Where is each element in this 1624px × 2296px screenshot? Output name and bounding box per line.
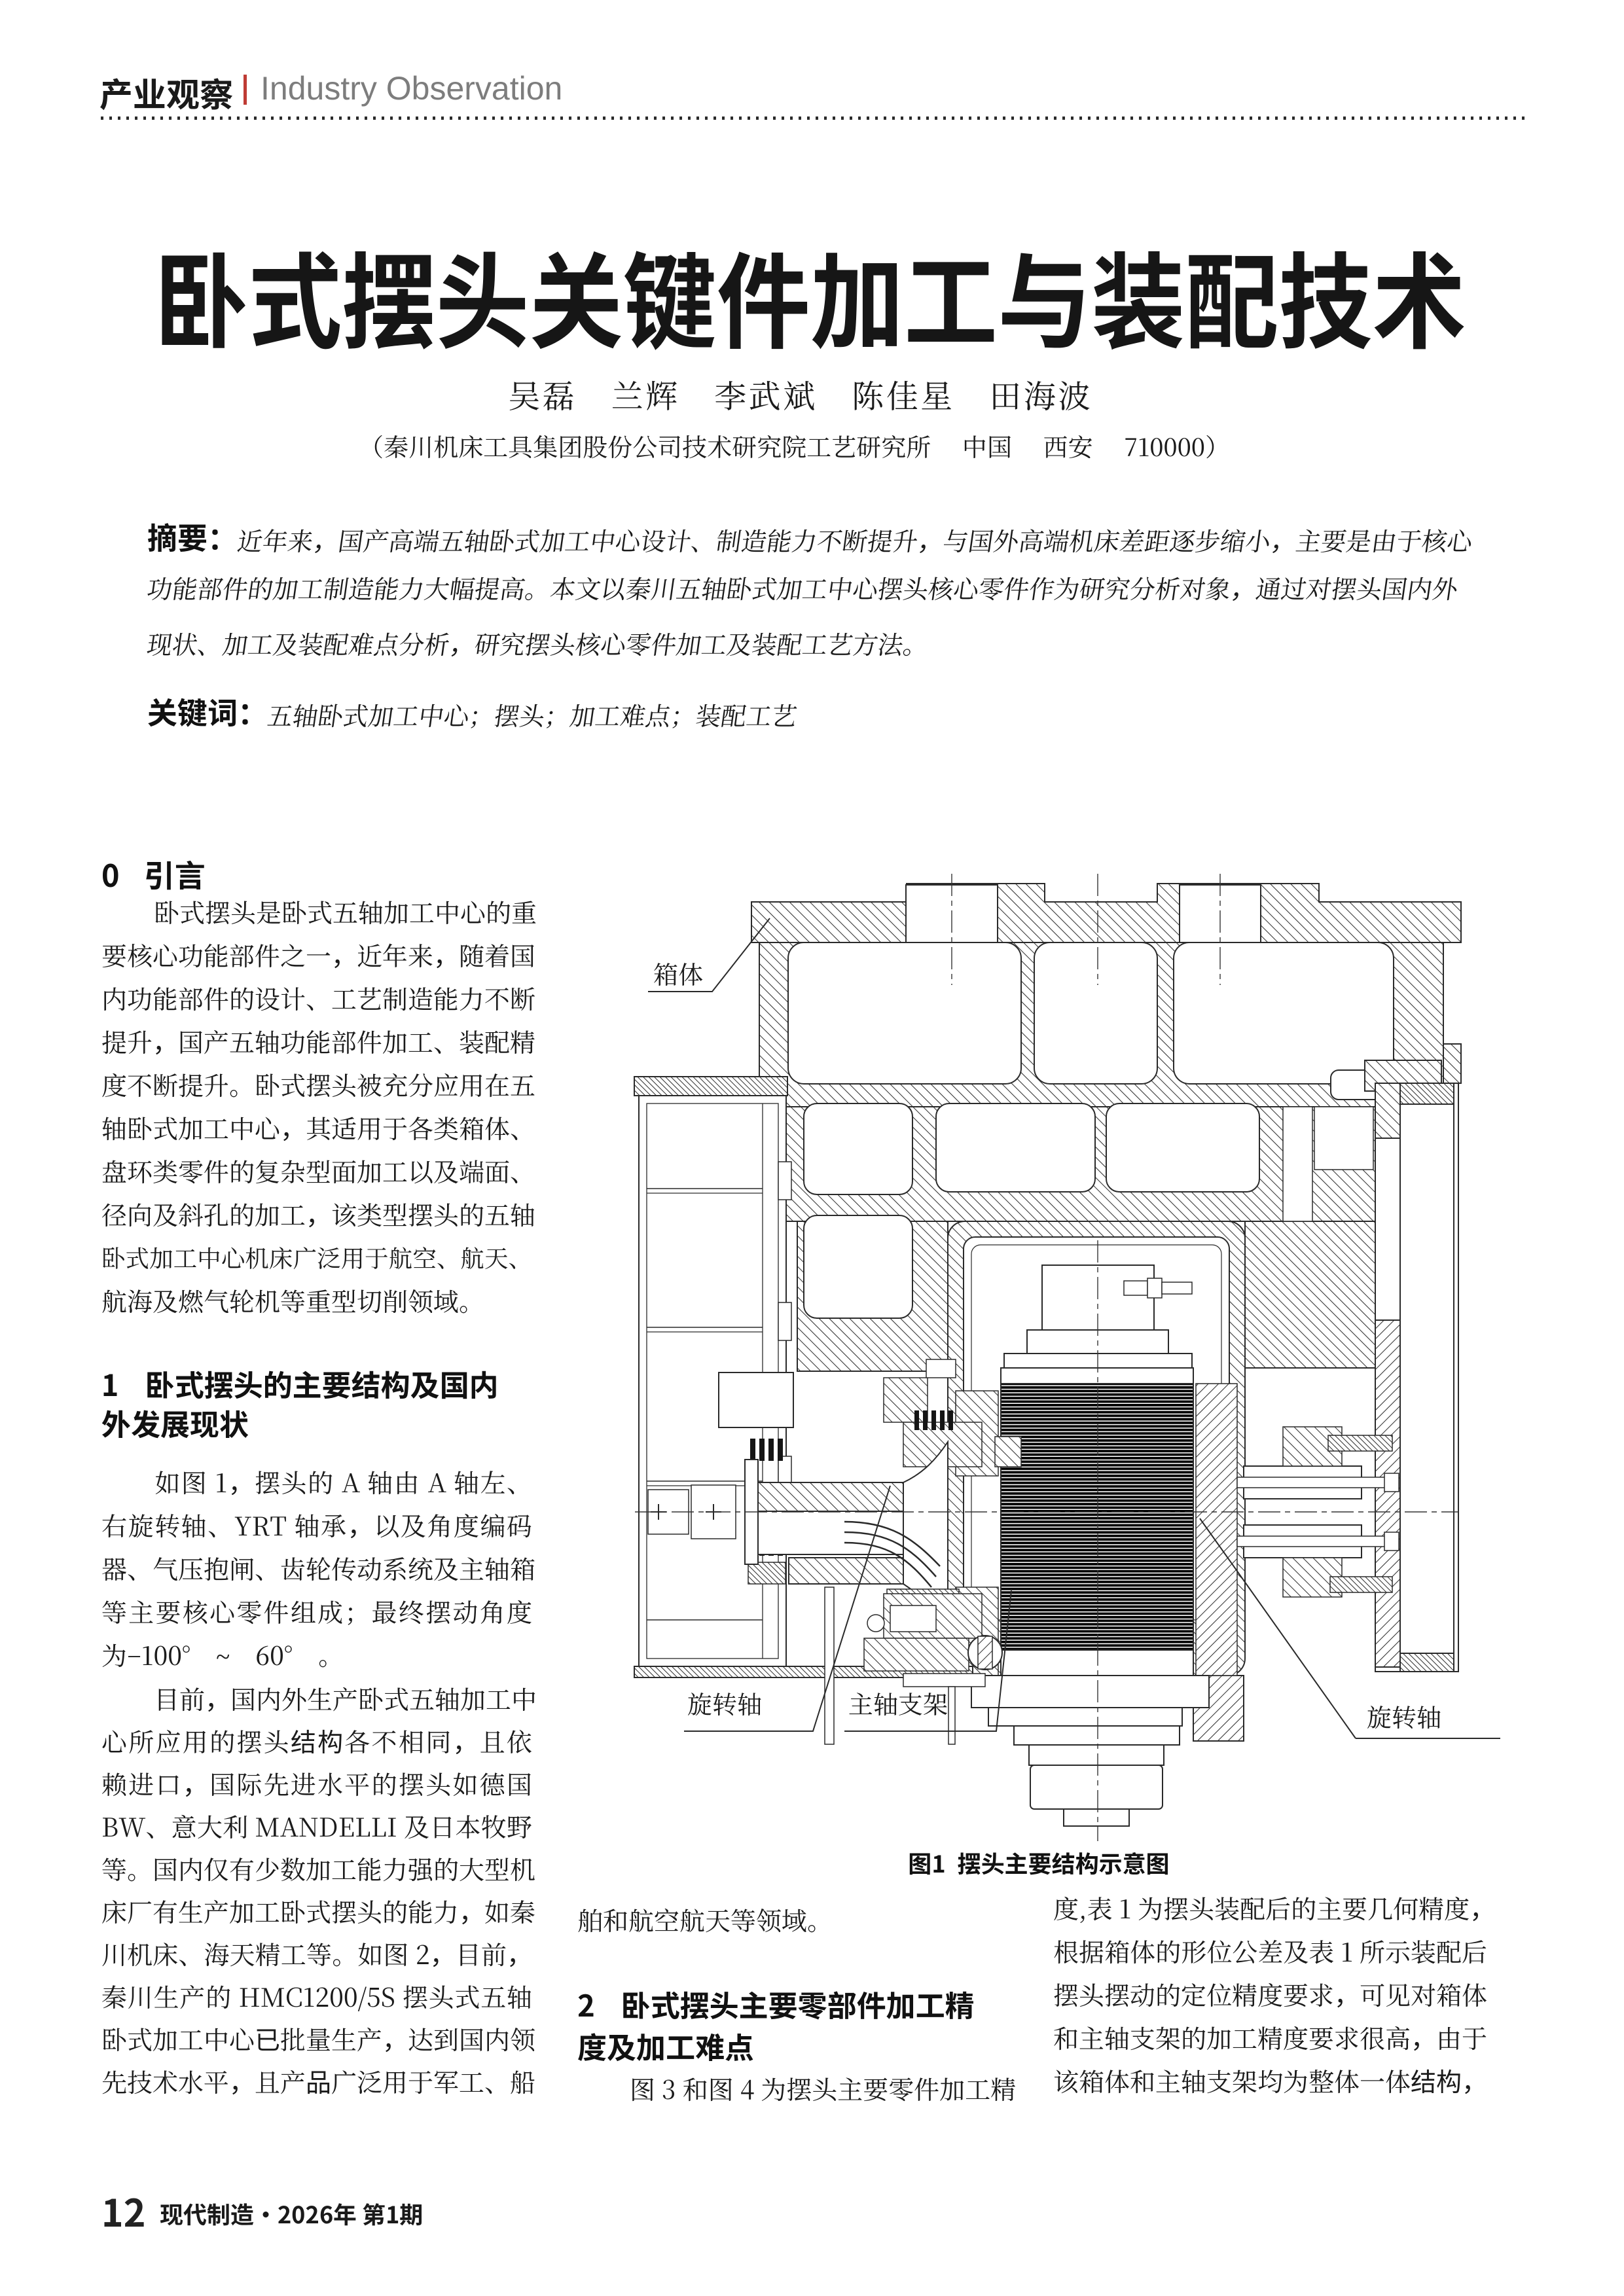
svg-text:主轴支架: 主轴支架 — [848, 1685, 948, 1721]
svg-text:箱体: 箱体 — [653, 955, 703, 991]
svg-text:旋转轴: 旋转轴 — [1367, 1698, 1441, 1734]
svg-text:旋转轴: 旋转轴 — [687, 1685, 762, 1721]
